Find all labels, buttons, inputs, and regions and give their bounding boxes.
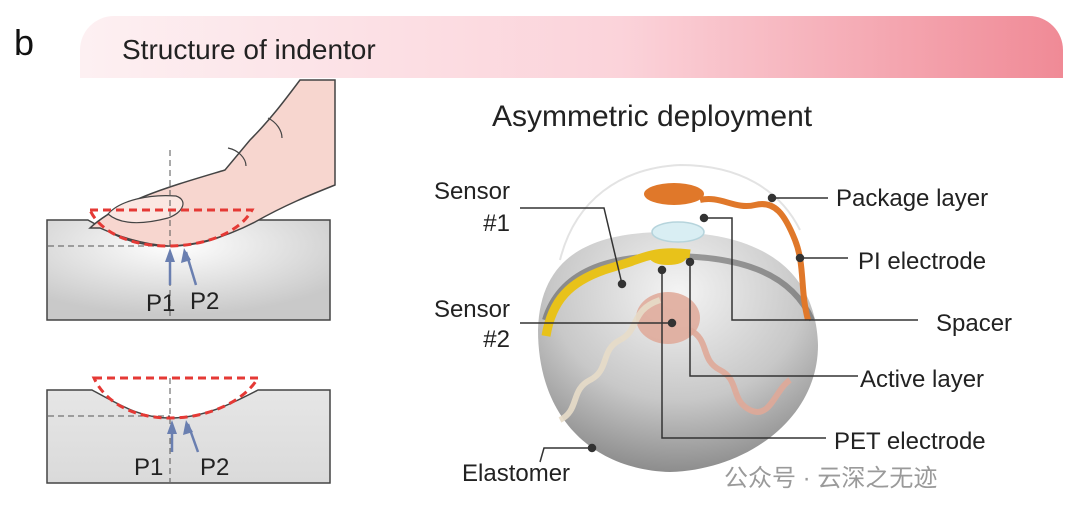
panel-letter: b xyxy=(14,22,35,63)
spacer-disc xyxy=(651,221,705,243)
label-elastomer: Elastomer xyxy=(462,460,571,487)
leader-lines xyxy=(520,193,918,463)
label-package-layer: Package layer xyxy=(836,185,989,212)
label-sensor2-line1: Sensor xyxy=(433,296,510,323)
deformation-outline-bottom xyxy=(91,376,261,420)
sensor-yellow-pad xyxy=(650,251,686,265)
dome-structure xyxy=(538,163,818,472)
header-bar xyxy=(80,16,1063,78)
label-p1-top: P1 xyxy=(146,290,176,317)
label-sensor1-line2: #1 xyxy=(483,210,510,237)
deformed-block-illustration xyxy=(46,376,331,484)
label-sensor2-line2: #2 xyxy=(483,326,510,353)
package-orange-disc xyxy=(644,183,704,205)
header-title: Structure of indentor xyxy=(122,34,376,65)
elastic-block-bottom xyxy=(46,389,331,484)
elastomer-dome xyxy=(538,232,818,472)
label-p1-bottom: P1 xyxy=(134,454,164,481)
watermark: 公众号 · 云深之无迹 xyxy=(724,465,938,492)
serpentine-left xyxy=(558,297,662,423)
label-p2-top: P2 xyxy=(190,288,220,315)
label-active-layer: Active layer xyxy=(860,366,985,393)
label-sensor1-line1: Sensor xyxy=(433,178,510,205)
serpentine-right xyxy=(688,327,792,415)
diagram-subtitle: Asymmetric deployment xyxy=(492,100,813,133)
pi-electrode-trace xyxy=(699,195,811,321)
label-spacer: Spacer xyxy=(936,310,1013,337)
label-p2-bottom: P2 xyxy=(200,454,230,481)
label-pi-electrode: PI electrode xyxy=(858,248,987,275)
label-pet-electrode: PET electrode xyxy=(834,428,986,455)
finger-press-illustration xyxy=(46,79,336,321)
